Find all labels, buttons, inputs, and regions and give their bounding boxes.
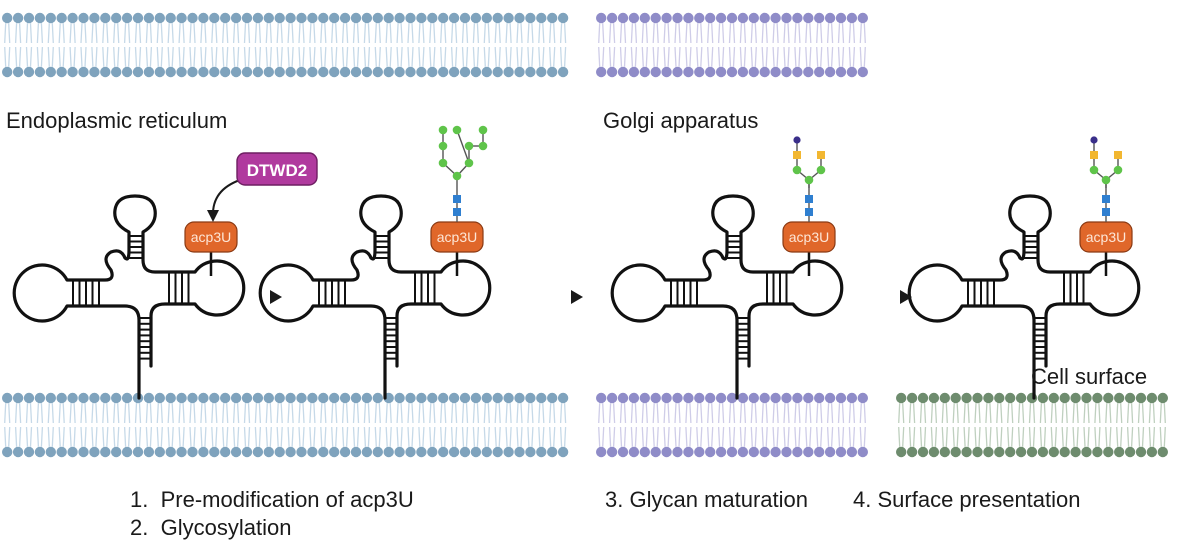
dtwd2-enzyme: DTWD2 bbox=[207, 152, 318, 222]
trna-pre-modification: acp3U bbox=[12, 194, 246, 400]
acp3u-label: acp3U bbox=[437, 229, 477, 245]
golgi-membrane-bottom bbox=[596, 392, 868, 458]
glcnac-square bbox=[1102, 208, 1110, 216]
glycan-high-mannose bbox=[438, 125, 488, 222]
mannose-circle bbox=[792, 165, 802, 175]
er-membrane-bottom-heads bbox=[2, 392, 569, 458]
arrow-step1-to-step2 bbox=[248, 290, 282, 304]
mannose-circle bbox=[804, 175, 814, 185]
step-1-label: Pre-modification of acp3U bbox=[160, 487, 414, 512]
trna-glycosylation: acp3U bbox=[258, 125, 492, 400]
cell-surface-membrane-tails bbox=[898, 403, 1166, 447]
mannose-circle bbox=[438, 125, 448, 135]
step-3-label: Glycan maturation bbox=[629, 487, 809, 512]
golgi-membrane-bottom-heads bbox=[596, 392, 868, 458]
step-2: 2. Glycosylation bbox=[130, 514, 291, 542]
er-membrane-top-heads bbox=[2, 12, 569, 78]
arrow-step3-to-step4 bbox=[868, 290, 912, 304]
acp3u-modification: acp3U bbox=[1079, 221, 1133, 253]
acp3u-label: acp3U bbox=[191, 229, 231, 245]
mannose-circle bbox=[1113, 165, 1123, 175]
glycan-complex-monosialyl bbox=[792, 136, 826, 222]
trna-backbone bbox=[12, 194, 246, 400]
step-1: 1. Pre-modification of acp3U bbox=[130, 486, 414, 514]
arrow-head-icon bbox=[571, 290, 583, 304]
step-3: 3. Glycan maturation bbox=[605, 486, 808, 514]
process-arrows bbox=[248, 290, 912, 304]
mannose-circle bbox=[478, 125, 488, 135]
er-membrane-top-tails bbox=[4, 23, 567, 67]
cell-surface-membrane bbox=[896, 392, 1169, 458]
cell-surface-membrane-heads bbox=[896, 392, 1169, 458]
trna-base-pairs bbox=[318, 235, 436, 360]
acp3u-modification: acp3U bbox=[184, 221, 238, 253]
step-2-label: Glycosylation bbox=[160, 515, 292, 540]
membranes bbox=[2, 12, 1169, 458]
acp3u-box bbox=[184, 221, 238, 253]
acp3u-label: acp3U bbox=[1086, 229, 1126, 245]
galactose-square bbox=[793, 151, 801, 159]
step-4: 4. Surface presentation bbox=[853, 486, 1081, 514]
trna-backbone bbox=[907, 194, 1141, 400]
dtwd2-label: DTWD2 bbox=[247, 161, 307, 180]
golgi-membrane-top-heads bbox=[596, 12, 868, 78]
mannose-circle bbox=[464, 141, 474, 151]
trna-glycan-maturation: acp3U bbox=[610, 136, 844, 400]
galactose-square bbox=[1090, 151, 1098, 159]
mannose-circle bbox=[816, 165, 826, 175]
dtwd2-box bbox=[236, 152, 318, 186]
arrow-head-icon bbox=[270, 290, 282, 304]
acp3u-modification: acp3U bbox=[430, 221, 484, 253]
acp3u-modification: acp3U bbox=[782, 221, 836, 253]
trna-backbone bbox=[610, 194, 844, 400]
mannose-circle bbox=[452, 125, 462, 135]
er-membrane-bottom bbox=[2, 392, 569, 458]
glcnac-square bbox=[453, 208, 461, 216]
cell-surface-label: Cell surface bbox=[1031, 364, 1148, 389]
trna-molecules: acp3U acp3U acp3U acp3U bbox=[12, 125, 1141, 400]
trna-base-pairs bbox=[72, 235, 190, 360]
glcnac-square bbox=[453, 195, 461, 203]
mannose-circle bbox=[1089, 165, 1099, 175]
sialic-acid-circle bbox=[1090, 136, 1098, 144]
step-1-number: 1. bbox=[130, 487, 149, 512]
glcnac-square bbox=[1102, 195, 1110, 203]
mannose-circle bbox=[464, 158, 474, 168]
galactose-square bbox=[1114, 151, 1122, 159]
trna-surface-presentation: acp3U bbox=[907, 136, 1141, 400]
er-membrane-top bbox=[2, 12, 569, 78]
sialic-acid-circle bbox=[793, 136, 801, 144]
galactose-square bbox=[817, 151, 825, 159]
arrow-head-icon bbox=[900, 290, 912, 304]
golgi-label: Golgi apparatus bbox=[603, 108, 759, 133]
mannose-circle bbox=[478, 141, 488, 151]
mannose-circle bbox=[452, 171, 462, 181]
step-2-number: 2. bbox=[130, 515, 149, 540]
step-4-number: 4. bbox=[853, 487, 872, 512]
mannose-circle bbox=[1101, 175, 1111, 185]
trna-base-pairs bbox=[967, 235, 1085, 360]
trna-backbone bbox=[258, 194, 492, 400]
arrow-head-icon bbox=[207, 210, 219, 222]
mannose-circle bbox=[438, 158, 448, 168]
golgi-membrane-bottom-tails bbox=[598, 403, 866, 447]
er-membrane-bottom-tails bbox=[4, 403, 567, 447]
golgi-membrane-top bbox=[596, 12, 868, 78]
glcnac-square bbox=[805, 195, 813, 203]
er-label: Endoplasmic reticulum bbox=[6, 108, 228, 133]
step-3-number: 3. bbox=[605, 487, 624, 512]
trna-base-pairs bbox=[670, 235, 788, 360]
step-4-label: Surface presentation bbox=[877, 487, 1081, 512]
mannose-circle bbox=[438, 141, 448, 151]
glycan-complex-monosialyl bbox=[1089, 136, 1123, 222]
acp3u-label: acp3U bbox=[789, 229, 829, 245]
arrow-step2-to-step3 bbox=[545, 290, 583, 304]
golgi-membrane-top-tails bbox=[598, 23, 866, 67]
glcnac-square bbox=[805, 208, 813, 216]
